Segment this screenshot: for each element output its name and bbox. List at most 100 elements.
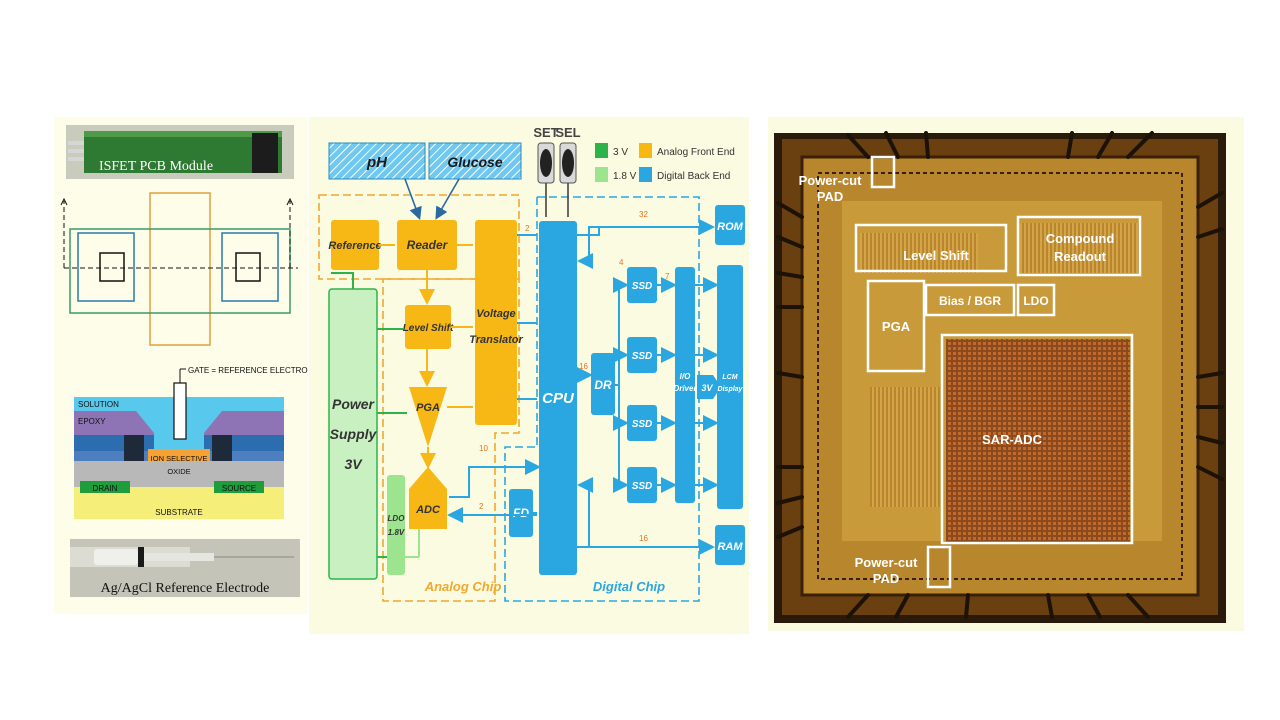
reader-block: Reader bbox=[397, 220, 457, 270]
bus-16a: 16 bbox=[579, 362, 588, 371]
power-cut-top-outline bbox=[870, 155, 896, 189]
epoxy-label: EPOXY bbox=[78, 417, 106, 426]
level-shift-block: Level Shift bbox=[403, 305, 454, 349]
ldo-label: LDO bbox=[388, 514, 406, 523]
reference-label: Reference bbox=[328, 240, 381, 252]
level-shift-outline bbox=[854, 223, 1008, 273]
bus-7: 7 bbox=[665, 272, 670, 281]
solution-label: SOLUTION bbox=[78, 400, 119, 409]
lcm-label: LCM bbox=[722, 374, 737, 381]
glucose-sensor: Glucose bbox=[428, 142, 522, 180]
sel-label: SEL bbox=[555, 125, 580, 140]
ion-selective-label: ION SELECTIVE bbox=[151, 454, 208, 463]
bus-2a: 2 bbox=[479, 502, 484, 511]
legend-dbe: Digital Back End bbox=[657, 171, 730, 182]
ssd-label-3: SSD bbox=[632, 419, 653, 430]
driver-label: Driver bbox=[673, 384, 697, 393]
digital-chip-label: Digital Chip bbox=[593, 579, 665, 594]
legend-swatch-18v bbox=[595, 167, 608, 182]
die-pga-label: PGA bbox=[882, 319, 911, 334]
power-cut-bottom-line2: PAD bbox=[873, 571, 899, 586]
die-ldo-label: LDO bbox=[1023, 294, 1048, 308]
fd-label: FD bbox=[513, 506, 529, 520]
electrode-photo: Ag/AgCl Reference Electrode bbox=[70, 539, 300, 597]
sar-adc-label: SAR-ADC bbox=[982, 432, 1043, 447]
ssd-block-1 bbox=[627, 267, 657, 303]
power-label: Power bbox=[332, 396, 376, 412]
power-cut-top-line2: PAD bbox=[817, 189, 843, 204]
ssd-block-3 bbox=[627, 405, 657, 441]
compound-label: Compound bbox=[1046, 231, 1115, 246]
readout-label: Readout bbox=[1054, 249, 1107, 264]
ldo-block: LDO 1.8V bbox=[387, 475, 405, 575]
bus-16b: 16 bbox=[639, 534, 648, 543]
power-supply-block: Power Supply 3V bbox=[328, 288, 378, 580]
ssd-blocks: SSD SSD SSD SSD bbox=[627, 267, 657, 503]
pga-label: PGA bbox=[416, 402, 440, 414]
oxide-label: OXIDE bbox=[167, 467, 190, 476]
isfet-layout-diagram bbox=[60, 192, 298, 346]
ram-label: RAM bbox=[717, 541, 743, 553]
legend-3v: 3 V bbox=[613, 147, 628, 158]
voltage-label: Voltage bbox=[476, 308, 515, 320]
legend-18v: 1.8 V bbox=[613, 171, 637, 182]
source-label: SOURCE bbox=[222, 484, 256, 493]
pga-outline bbox=[866, 279, 926, 373]
cpu-block: CPU bbox=[539, 221, 577, 575]
digital-chip-boundary bbox=[504, 196, 700, 602]
level-shift-label: Level Shift bbox=[403, 323, 454, 334]
bus-2b: 2 bbox=[525, 224, 530, 233]
glucose-label: Glucose bbox=[447, 154, 502, 170]
translator-label: Translator bbox=[469, 334, 523, 346]
ssd-label-1: SSD bbox=[632, 281, 653, 292]
ph-sensor: pH bbox=[328, 142, 426, 180]
display-label: Display bbox=[718, 386, 744, 393]
pcb-label: ISFET PCB Module bbox=[99, 159, 213, 174]
bus-10: 10 bbox=[479, 444, 488, 453]
compound-readout-outline bbox=[1016, 215, 1142, 277]
rom-label: ROM bbox=[717, 221, 744, 233]
bus-32: 32 bbox=[639, 210, 648, 219]
isfet-panel: ISFET PCB Module bbox=[54, 117, 319, 614]
bias-bgr-label: Bias / BGR bbox=[939, 294, 1001, 308]
rom-block: ROM bbox=[715, 205, 745, 245]
legend: 3 V Analog Front End 1.8 V Digital Back … bbox=[595, 143, 735, 182]
gate-label: GATE = REFERENCE ELECTRODE bbox=[188, 366, 308, 375]
power-cut-bottom-outline bbox=[926, 545, 952, 589]
pcb-module-photo: ISFET PCB Module bbox=[66, 125, 294, 179]
bond-wires bbox=[776, 131, 1224, 619]
system-block-diagram: pH Glucose SET SEL 3 V Analog Front End … bbox=[318, 125, 745, 602]
ldo-voltage-label: 1.8V bbox=[388, 528, 405, 537]
analog-chip-label: Analog Chip bbox=[424, 579, 502, 594]
lcm-display-block: LCM Display bbox=[717, 265, 744, 509]
bias-bgr-outline bbox=[924, 283, 1016, 317]
voltage-translator-block: Voltage Translator bbox=[469, 220, 524, 425]
connections bbox=[331, 178, 719, 558]
ram-block: RAM bbox=[715, 525, 745, 565]
substrate-label: SUBSTRATE bbox=[155, 508, 202, 517]
arrow-3v-label: 3V bbox=[701, 383, 713, 393]
drain-label: DRAIN bbox=[93, 484, 118, 493]
pga-block: PGA bbox=[409, 387, 447, 447]
system-block-diagram-panel: pH Glucose SET SEL 3 V Analog Front End … bbox=[309, 117, 749, 634]
ssd-block-2 bbox=[627, 337, 657, 373]
bus-labels: 32 16 16 10 2 2 4 7 bbox=[479, 210, 670, 543]
supply-voltage-label: 3V bbox=[344, 456, 363, 472]
ssd-label-2: SSD bbox=[632, 351, 653, 362]
fd-block: FD bbox=[509, 489, 533, 537]
legend-swatch-3v bbox=[595, 143, 608, 158]
bus-4: 4 bbox=[619, 258, 624, 267]
cpu-label: CPU bbox=[542, 390, 575, 407]
ssd-block-4 bbox=[627, 467, 657, 503]
io-driver-block: I/O Driver bbox=[673, 267, 697, 503]
power-cut-top-line1: Power-cut bbox=[799, 173, 863, 188]
legend-swatch-afe bbox=[639, 143, 652, 158]
adc-block: ADC bbox=[409, 467, 447, 529]
ph-label: pH bbox=[366, 154, 388, 171]
power-cut-bottom-line1: Power-cut bbox=[855, 555, 919, 570]
adc-label: ADC bbox=[415, 504, 441, 516]
sel-button-graphic: SEL bbox=[555, 125, 581, 184]
io-label: I/O bbox=[680, 372, 691, 381]
level-shift-label: Level Shift bbox=[903, 248, 969, 263]
ldo-outline bbox=[1016, 283, 1056, 317]
